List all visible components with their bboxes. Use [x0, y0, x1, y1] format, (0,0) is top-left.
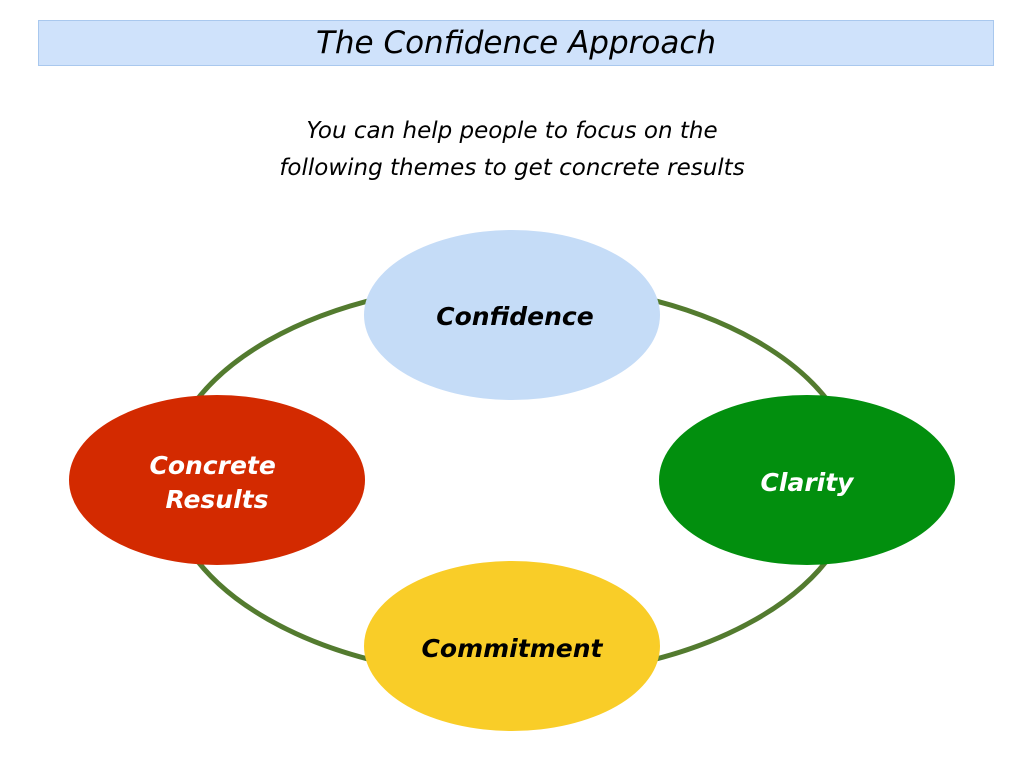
- concrete-results-label-line-1: Concrete: [149, 451, 275, 480]
- intro-line-2: following themes to get concrete results: [279, 155, 745, 181]
- concrete-results-label-line-2: Results: [165, 485, 268, 514]
- intro-line-1: You can help people to focus on the: [306, 118, 718, 144]
- node-commitment: Commitment: [364, 561, 660, 731]
- commitment-label-line-1: Commitment: [422, 634, 604, 663]
- page-title: The Confidence Approach: [315, 24, 717, 61]
- intro-text: You can help people to focus on the foll…: [212, 113, 812, 187]
- confidence-label-line-1: Confidence: [436, 302, 593, 331]
- node-clarity: Clarity: [659, 395, 955, 565]
- commitment-ellipse: [364, 561, 660, 731]
- confidence-label: Confidence: [436, 302, 593, 331]
- clarity-label-line-1: Clarity: [761, 468, 856, 497]
- node-concrete-results: Concrete Results: [69, 395, 365, 565]
- clarity-ellipse: [659, 395, 955, 565]
- concrete-results-label: Concrete Results: [149, 451, 284, 514]
- commitment-label: Commitment: [422, 634, 604, 663]
- confidence-ellipse: [364, 230, 660, 400]
- node-confidence: Confidence: [364, 230, 660, 400]
- concrete-results-ellipse: [69, 395, 365, 565]
- clarity-label: Clarity: [761, 468, 856, 497]
- title-banner: The Confidence Approach: [38, 20, 994, 66]
